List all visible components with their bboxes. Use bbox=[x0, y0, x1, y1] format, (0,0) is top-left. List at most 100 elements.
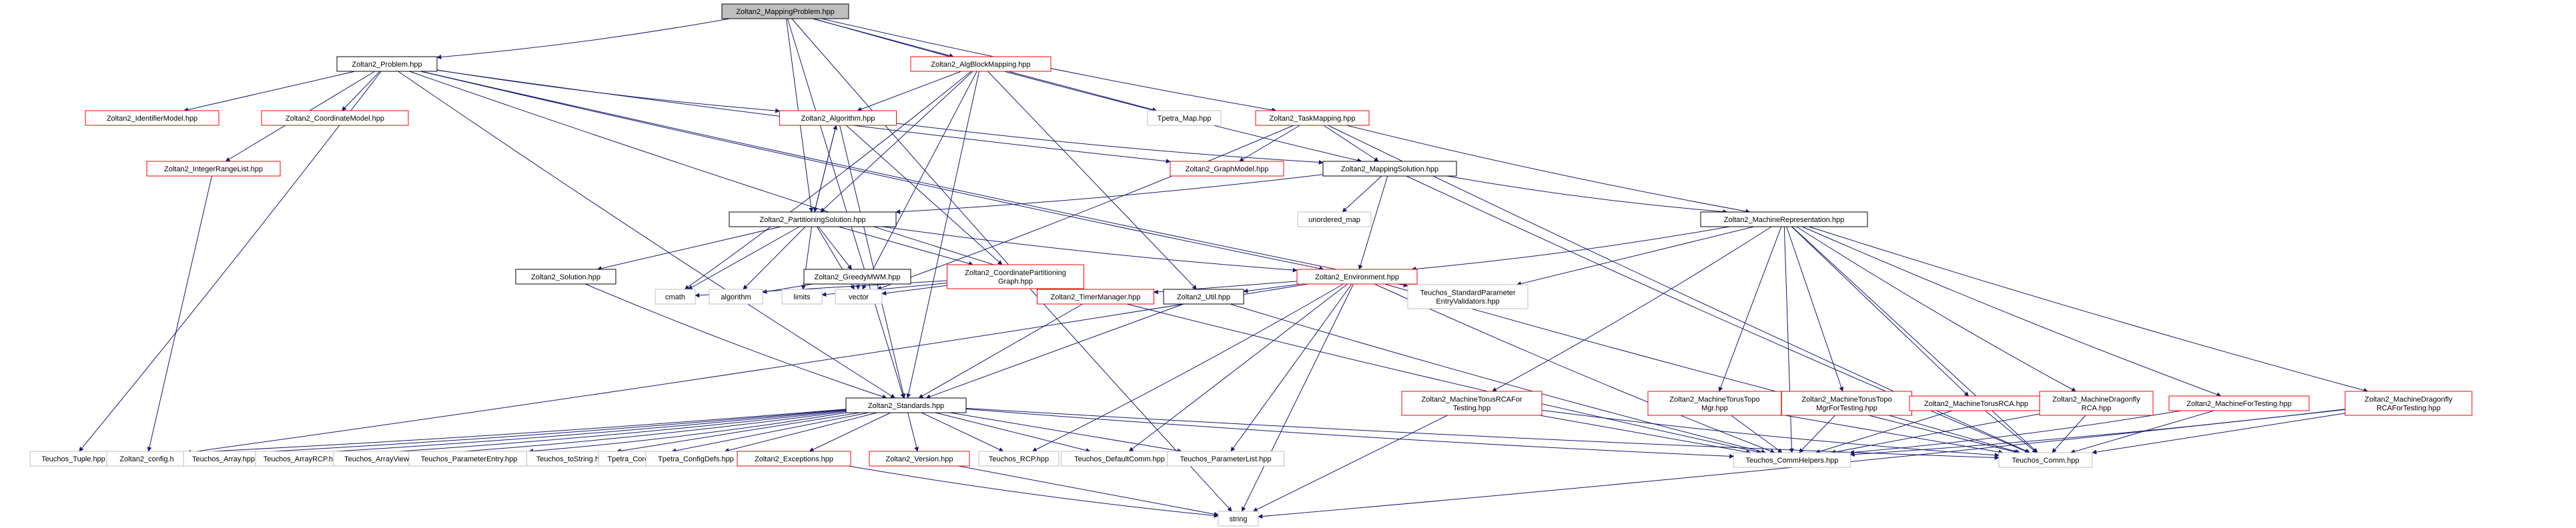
edge-algblock-to-tpetramap bbox=[1008, 71, 1158, 112]
edge-torusrca-to-comm bbox=[1985, 410, 2038, 453]
node-version[interactable]: Zoltan2_Version.hpp bbox=[869, 451, 970, 467]
node-torustopot[interactable]: Zoltan2_MachineTorusTopoMgrForTesting.hp… bbox=[1781, 391, 1912, 416]
node-dragonrcat-label-0: Zoltan2_MachineDragonfly bbox=[2365, 396, 2453, 404]
node-algblock[interactable]: Zoltan2_AlgBlockMapping.hpp bbox=[910, 56, 1051, 72]
node-algorithm-box bbox=[779, 110, 897, 126]
node-timer-label-0: Zoltan2_TimerManager.hpp bbox=[1051, 293, 1141, 301]
node-graphmodel-label-0: Zoltan2_GraphModel.hpp bbox=[1186, 165, 1269, 173]
node-standards-label-0: Zoltan2_Standards.hpp bbox=[868, 402, 944, 410]
node-torusrca-label-0: Zoltan2_MachineTorusRCA.hpp bbox=[1924, 400, 2028, 408]
node-defcomm-label-0: Teuchos_DefaultComm.hpp bbox=[1074, 455, 1165, 463]
node-tuple-label-0: Teuchos_Tuple.hpp bbox=[41, 455, 105, 463]
edge-root-to-standards bbox=[787, 18, 905, 399]
edge-torusrcaft-to-commhelp bbox=[1539, 415, 1751, 455]
node-limits: limits bbox=[781, 289, 823, 305]
node-coordmodel[interactable]: Zoltan2_CoordinateModel.hpp bbox=[261, 110, 409, 126]
edge-standards-to-tpetracfg bbox=[724, 412, 877, 453]
node-mapsol-label-0: Zoltan2_MappingSolution.hpp bbox=[1341, 165, 1438, 173]
edge-machrep-to-commhelp bbox=[1783, 226, 1794, 453]
edge-util-to-standards bbox=[925, 303, 1184, 399]
node-root[interactable]: Zoltan2_MappingProblem.hpp bbox=[721, 3, 849, 19]
node-tuple: Teuchos_Tuple.hpp bbox=[29, 451, 117, 467]
edge-dragonrca-to-comm bbox=[2052, 415, 2086, 453]
node-greedy-box bbox=[803, 269, 911, 285]
nodes-layer: Zoltan2_MappingProblem.hppZoltan2_Proble… bbox=[29, 3, 2473, 527]
node-vector-label-0: vector bbox=[849, 293, 869, 301]
edge-problem-to-stdparam bbox=[420, 71, 1413, 287]
node-string-box bbox=[1218, 511, 1259, 527]
node-partsol[interactable]: Zoltan2_PartitioningSolution.hpp bbox=[729, 211, 897, 227]
node-paramentry: Teuchos_ParameterEntry.hpp bbox=[408, 451, 530, 467]
edge-partsol-to-solution bbox=[596, 226, 781, 271]
edge-algorithm-to-mapsol bbox=[896, 123, 1324, 165]
node-machtest[interactable]: Zoltan2_MachineForTesting.hpp bbox=[2168, 395, 2310, 411]
edge-partsol-to-algorithm bbox=[814, 125, 838, 213]
edge-standards-to-tostring bbox=[616, 412, 861, 453]
edge-torustopo-to-comm bbox=[1781, 414, 2004, 455]
edge-machrep-to-stdparam bbox=[1516, 226, 1755, 286]
node-coordpart-label-0: Zoltan2_CoordinatePartitioning bbox=[965, 269, 1066, 277]
node-commhelp-box bbox=[1733, 452, 1851, 468]
node-comm-box bbox=[1998, 452, 2093, 468]
edge-algblock-to-vector bbox=[862, 71, 977, 290]
node-env[interactable]: Zoltan2_Environment.hpp bbox=[1296, 269, 1418, 285]
node-solution-label-0: Zoltan2_Solution.hpp bbox=[531, 273, 600, 281]
node-torusrca[interactable]: Zoltan2_MachineTorusRCA.hpp bbox=[1909, 395, 2044, 411]
edge-solution-to-standards bbox=[584, 283, 887, 399]
edge-util-to-commhelp bbox=[1230, 303, 1767, 454]
node-graphmodel[interactable]: Zoltan2_GraphModel.hpp bbox=[1170, 161, 1284, 177]
edge-mapsol-to-partsol bbox=[895, 174, 1324, 215]
node-greedy[interactable]: Zoltan2_GreedyMWM.hpp bbox=[803, 269, 911, 285]
node-exceptions-box bbox=[737, 451, 851, 467]
node-coordpart-box bbox=[947, 264, 1084, 289]
node-torusrcaft-label-1: Testing.hpp bbox=[1453, 405, 1490, 413]
node-dragonrcat[interactable]: Zoltan2_MachineDragonflyRCAForTesting.hp… bbox=[2344, 391, 2473, 416]
node-arrayrcp-label-0: Teuchos_ArrayRCP.hpp bbox=[264, 455, 342, 463]
node-machtest-label-0: Zoltan2_MachineForTesting.hpp bbox=[2186, 400, 2291, 408]
node-paramlist-label-0: Teuchos_ParameterList.hpp bbox=[1180, 455, 1272, 463]
node-standards[interactable]: Zoltan2_Standards.hpp bbox=[845, 397, 967, 413]
node-util[interactable]: Zoltan2_Util.hpp bbox=[1163, 289, 1244, 305]
edge-torusrcaft-to-comm bbox=[1541, 409, 2000, 458]
node-machrep[interactable]: Zoltan2_MachineRepresentation.hpp bbox=[1700, 211, 1868, 227]
node-timer[interactable]: Zoltan2_TimerManager.hpp bbox=[1037, 289, 1154, 305]
edge-taskmap-to-graphmodel bbox=[1238, 125, 1300, 162]
edge-machrep-to-comm bbox=[1791, 226, 2038, 453]
node-identifier[interactable]: Zoltan2_IdentifierModel.hpp bbox=[85, 110, 220, 126]
node-exceptions-label-0: Zoltan2_Exceptions.hpp bbox=[755, 455, 833, 463]
node-limits-label-0: limits bbox=[793, 293, 811, 301]
node-array: Teuchos_Array.hpp bbox=[183, 451, 264, 467]
node-tpetracfg: Tpetra_ConfigDefs.hpp bbox=[645, 451, 747, 467]
edge-machrep-to-torustopot bbox=[1786, 226, 1844, 392]
edge-machrep-to-torusrcaft bbox=[1491, 226, 1772, 392]
edge-problem-to-identifier bbox=[183, 71, 356, 112]
node-exceptions[interactable]: Zoltan2_Exceptions.hpp bbox=[737, 451, 851, 467]
node-problem[interactable]: Zoltan2_Problem.hpp bbox=[336, 56, 438, 72]
node-string: string bbox=[1218, 511, 1259, 527]
node-coordpart-label-1: Graph.hpp bbox=[998, 278, 1033, 286]
node-tpetramap-label-0: Tpetra_Map.hpp bbox=[1158, 115, 1212, 123]
edge-env-to-rcp bbox=[1031, 283, 1344, 452]
node-mapsol[interactable]: Zoltan2_MappingSolution.hpp bbox=[1322, 161, 1457, 177]
edge-partsol-to-greedy bbox=[818, 226, 852, 270]
edge-intrange-to-config bbox=[147, 175, 212, 452]
node-paramentry-label-0: Teuchos_ParameterEntry.hpp bbox=[421, 455, 518, 463]
edge-env-to-paramlist bbox=[1230, 283, 1352, 452]
edge-root-to-mapsol bbox=[813, 18, 1362, 163]
node-vector-box bbox=[835, 289, 883, 305]
edge-algorithm-to-standards bbox=[839, 125, 906, 399]
node-machrep-box bbox=[1700, 211, 1868, 227]
node-solution[interactable]: Zoltan2_Solution.hpp bbox=[515, 269, 616, 285]
node-torustopo-box bbox=[1647, 391, 1782, 416]
node-rcp: Teuchos_RCP.hpp bbox=[978, 451, 1059, 467]
node-algorithm[interactable]: Zoltan2_Algorithm.hpp bbox=[779, 110, 897, 126]
edge-torustopo-to-commhelp bbox=[1731, 415, 1783, 453]
node-taskmap[interactable]: Zoltan2_TaskMapping.hpp bbox=[1255, 110, 1370, 126]
node-env-label-0: Zoltan2_Environment.hpp bbox=[1315, 273, 1399, 281]
node-intrange[interactable]: Zoltan2_IntegerRangeList.hpp bbox=[146, 161, 281, 177]
node-unordmap: unordered_map bbox=[1297, 211, 1372, 227]
